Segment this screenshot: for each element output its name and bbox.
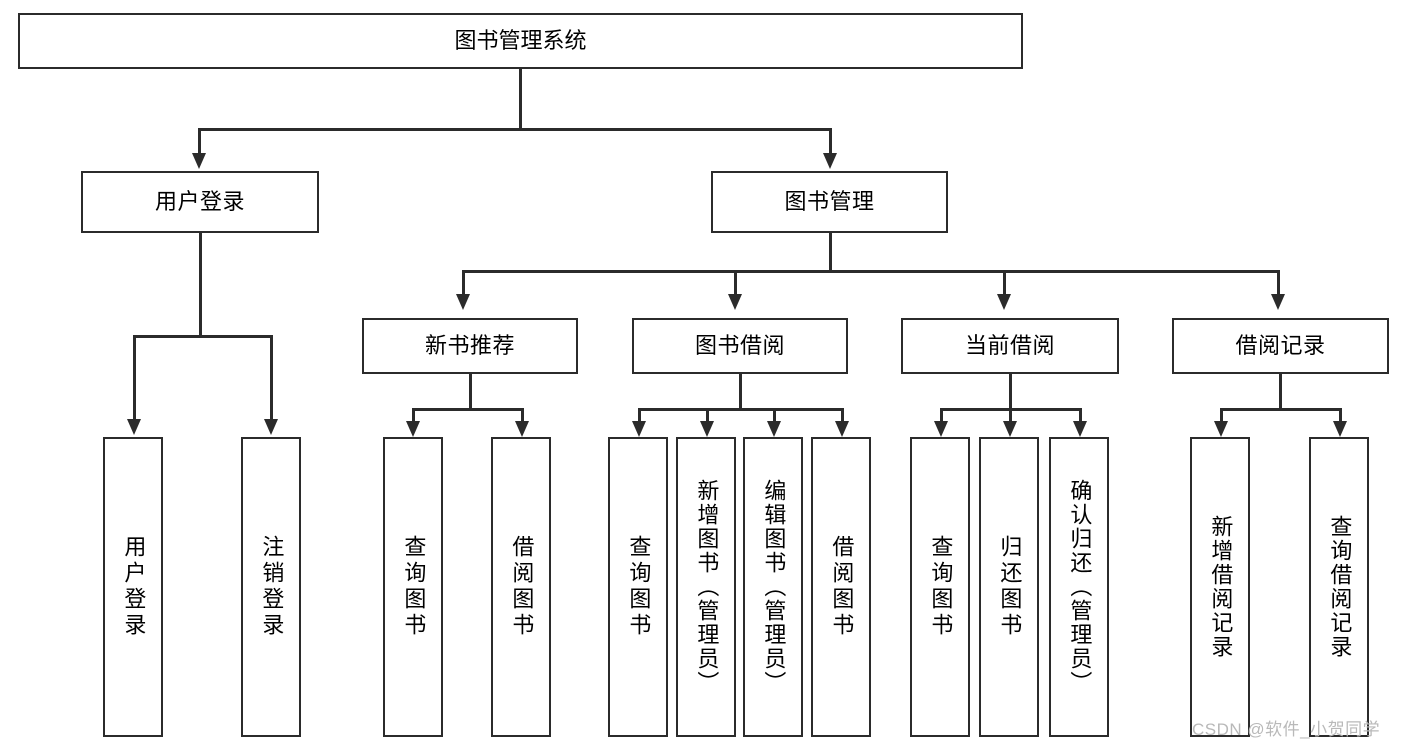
- node-user-login[interactable]: 用户登录: [81, 171, 319, 233]
- leaf-br-add-record[interactable]: 新增借阅记录: [1190, 437, 1250, 737]
- leaf-cb-query-book[interactable]: 查询图书: [910, 437, 970, 737]
- node-label: 借阅图书: [509, 535, 535, 639]
- connector-book-borrow-stem: [739, 374, 742, 408]
- leaf-bb-query-book[interactable]: 查询图书: [608, 437, 668, 737]
- arrowhead-cb-return: [1003, 421, 1017, 437]
- connector-drop-borrow-record: [1277, 270, 1280, 296]
- node-new-book-recommend[interactable]: 新书推荐: [362, 318, 578, 374]
- node-label: 归还图书: [997, 535, 1023, 639]
- connector-user-login-stem: [199, 233, 202, 335]
- node-current-borrow[interactable]: 当前借阅: [901, 318, 1119, 374]
- connector-level3-bus: [462, 270, 1280, 273]
- node-label: 图书借阅: [694, 332, 785, 358]
- connector-borrow-record-stem: [1279, 374, 1282, 408]
- connector-root-stem: [519, 69, 522, 128]
- connector-drop-bb-query: [638, 408, 641, 426]
- leaf-logout[interactable]: 注销登录: [241, 437, 301, 737]
- node-label: 新增图书（管理员）: [694, 479, 720, 695]
- arrowhead-cb-confirm: [1073, 421, 1087, 437]
- node-label: 编辑图书（管理员）: [761, 479, 787, 695]
- leaf-bb-borrow-book[interactable]: 借阅图书: [811, 437, 871, 737]
- leaf-cb-return-book[interactable]: 归还图书: [979, 437, 1039, 737]
- connector-drop-nb-borrow: [521, 408, 524, 426]
- arrowhead-new-book: [456, 294, 470, 310]
- node-label: 借阅记录: [1235, 332, 1326, 358]
- arrowhead-bb-borrow: [835, 421, 849, 437]
- leaf-bb-edit-book[interactable]: 编辑图书（管理员）: [743, 437, 803, 737]
- connector-drop-current-borrow: [1003, 270, 1006, 296]
- connector-book-borrow-bus: [638, 408, 842, 411]
- connector-drop-leaf-user-login: [133, 335, 136, 421]
- csdn-watermark: CSDN @软件_小贺同学: [1192, 720, 1381, 739]
- arrowhead-br-query: [1333, 421, 1347, 437]
- connector-new-book-stem: [469, 374, 472, 408]
- node-label: 图书管理: [784, 188, 875, 214]
- connector-drop-cb-query: [940, 408, 943, 426]
- arrowhead-user-login: [192, 153, 206, 169]
- connector-drop-cb-confirm: [1079, 408, 1082, 426]
- leaf-user-login[interactable]: 用户登录: [103, 437, 163, 737]
- connector-new-book-bus: [412, 408, 522, 411]
- arrowhead-leaf-logout: [264, 419, 278, 435]
- connector-drop-bb-add: [706, 408, 709, 426]
- connector-level2-bus: [198, 128, 831, 131]
- arrowhead-leaf-user-login: [127, 419, 141, 435]
- node-label: 新增借阅记录: [1208, 515, 1234, 659]
- node-label: 用户登录: [154, 188, 245, 214]
- node-label: 查询图书: [928, 535, 954, 639]
- connector-current-borrow-stem: [1009, 374, 1012, 408]
- leaf-nb-query-book[interactable]: 查询图书: [383, 437, 443, 737]
- node-label: 确认归还（管理员）: [1067, 479, 1093, 695]
- node-book-manage[interactable]: 图书管理: [711, 171, 948, 233]
- arrowhead-borrow-record: [1271, 294, 1285, 310]
- leaf-bb-add-book[interactable]: 新增图书（管理员）: [676, 437, 736, 737]
- connector-drop-nb-query: [412, 408, 415, 426]
- connector-drop-bb-edit: [773, 408, 776, 426]
- connector-drop-user-login: [198, 128, 201, 156]
- node-label: 当前借阅: [964, 332, 1055, 358]
- arrowhead-nb-query: [406, 421, 420, 437]
- arrowhead-book-borrow: [728, 294, 742, 310]
- node-label: 注销登录: [259, 535, 285, 639]
- node-label: 用户登录: [121, 535, 147, 639]
- arrowhead-br-add: [1214, 421, 1228, 437]
- node-root-system[interactable]: 图书管理系统: [18, 13, 1023, 69]
- connector-drop-leaf-logout: [270, 335, 273, 421]
- node-label: 借阅图书: [829, 535, 855, 639]
- connector-user-login-bus: [133, 335, 272, 338]
- node-book-borrow[interactable]: 图书借阅: [632, 318, 848, 374]
- connector-drop-book-borrow: [734, 270, 737, 296]
- node-label: 查询借阅记录: [1327, 515, 1353, 659]
- connector-book-manage-stem: [829, 233, 832, 270]
- arrowhead-bb-edit: [767, 421, 781, 437]
- arrowhead-bb-add: [700, 421, 714, 437]
- arrowhead-bb-query: [632, 421, 646, 437]
- node-label: 查询图书: [401, 535, 427, 639]
- node-label: 新书推荐: [424, 332, 515, 358]
- connector-drop-br-query: [1339, 408, 1342, 426]
- leaf-cb-confirm-return[interactable]: 确认归还（管理员）: [1049, 437, 1109, 737]
- node-label: 查询图书: [626, 535, 652, 639]
- connector-drop-bb-borrow: [841, 408, 844, 426]
- connector-borrow-record-bus: [1220, 408, 1340, 411]
- connector-drop-book-manage: [829, 128, 832, 156]
- arrowhead-current-borrow: [997, 294, 1011, 310]
- node-label: 图书管理系统: [454, 27, 587, 53]
- leaf-br-query-record[interactable]: 查询借阅记录: [1309, 437, 1369, 737]
- arrowhead-book-manage: [823, 153, 837, 169]
- connector-drop-cb-return: [1009, 408, 1012, 426]
- node-borrow-record[interactable]: 借阅记录: [1172, 318, 1389, 374]
- arrowhead-nb-borrow: [515, 421, 529, 437]
- connector-drop-br-add: [1220, 408, 1223, 426]
- connector-drop-new-book: [462, 270, 465, 296]
- leaf-nb-borrow-book[interactable]: 借阅图书: [491, 437, 551, 737]
- arrowhead-cb-query: [934, 421, 948, 437]
